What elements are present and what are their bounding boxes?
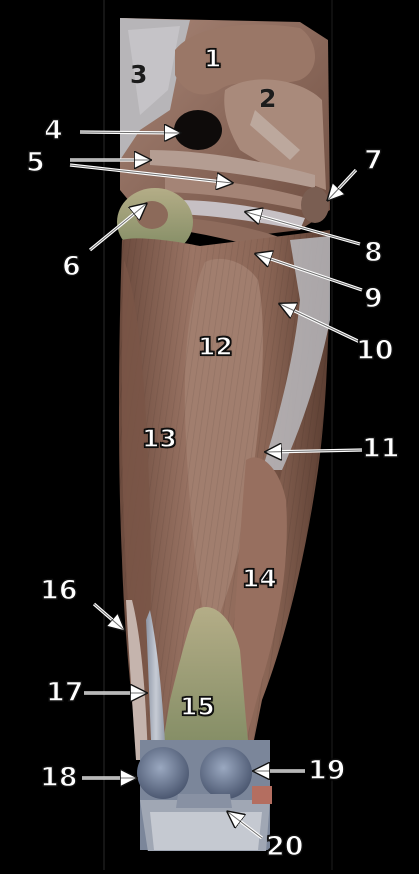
label-14: 14 [242,566,277,591]
label-15: 15 [180,694,215,719]
label-19: 19 [308,758,346,783]
sciatic-foramen [174,110,222,150]
label-6: 6 [62,254,81,279]
label-8: 8 [364,240,383,265]
label-9: 9 [364,286,383,311]
greater-trochanter [301,187,329,223]
label-1: 1 [204,46,221,71]
label-17: 17 [46,680,84,705]
label-5: 5 [26,150,45,175]
label-20: 20 [266,834,304,859]
label-4: 4 [44,118,63,143]
label-3: 3 [130,62,147,87]
label-7: 7 [364,148,383,173]
lateral-condyle [200,747,252,799]
label-2: 2 [259,86,276,111]
medial-condyle [137,747,189,799]
label-10: 10 [356,338,394,363]
label-18: 18 [40,765,78,790]
label-16: 16 [40,578,78,603]
label-11: 11 [362,436,400,461]
label-12: 12 [198,334,233,359]
label-13: 13 [142,426,177,451]
